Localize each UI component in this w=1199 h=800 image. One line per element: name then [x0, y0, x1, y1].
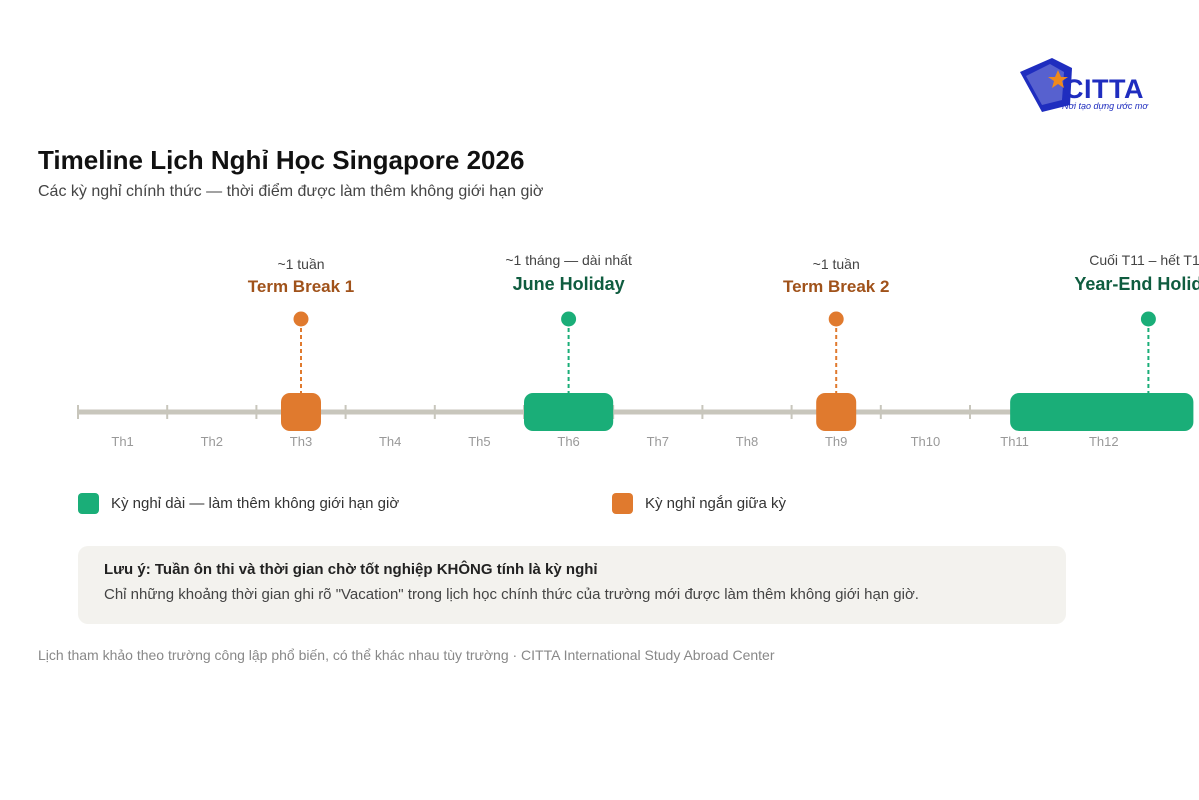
break-name-3: Term Break 2	[783, 277, 889, 296]
month-label: Th3	[290, 434, 312, 449]
break-marker-1	[293, 311, 309, 327]
citta-logo	[1020, 58, 1072, 112]
break-bar-2	[524, 393, 614, 431]
break-duration-4: Cuối T11 – hết T12	[1089, 252, 1199, 268]
legend-long: Kỳ nghỉ dài — làm thêm không giới hạn gi…	[78, 493, 399, 514]
logo-tagline: Nơi tạo dựng ước mơ	[1062, 101, 1148, 111]
break-name-4: Year-End Holiday	[1074, 274, 1199, 294]
break-marker-4	[1140, 311, 1156, 327]
legend-short: Kỳ nghỉ ngắn giữa kỳ	[612, 493, 786, 514]
page-title: Timeline Lịch Nghỉ Học Singapore 2026	[38, 145, 525, 175]
month-label: Th7	[647, 434, 669, 449]
note-body: Chỉ những khoảng thời gian ghi rõ "Vacat…	[104, 586, 919, 603]
break-marker-3	[828, 311, 844, 327]
legend-long-label: Kỳ nghỉ dài — làm thêm không giới hạn gi…	[111, 495, 400, 512]
break-duration-3: ~1 tuần	[813, 256, 860, 272]
month-label: Th8	[736, 434, 758, 449]
month-label: Th9	[825, 434, 847, 449]
month-label: Th10	[911, 434, 941, 449]
break-duration-2: ~1 tháng — dài nhất	[505, 252, 632, 268]
month-label: Th2	[201, 434, 223, 449]
legend-short-swatch	[612, 493, 633, 514]
month-label: Th5	[468, 434, 490, 449]
break-bar-1	[281, 393, 321, 431]
month-label: Th6	[557, 434, 579, 449]
page-subtitle: Các kỳ nghỉ chính thức — thời điểm được …	[38, 183, 544, 200]
break-bar-4	[1010, 393, 1194, 431]
footer-text: Lịch tham khảo theo trường công lập phổ …	[38, 647, 775, 663]
month-label: Th12	[1089, 434, 1119, 449]
month-label: Th4	[379, 434, 401, 449]
legend-long-swatch	[78, 493, 99, 514]
month-label: Th1	[111, 434, 133, 449]
note-box: Lưu ý: Tuần ôn thi và thời gian chờ tốt …	[78, 546, 1066, 624]
break-marker-2	[561, 311, 577, 327]
break-bar-3	[816, 393, 857, 431]
legend-short-label: Kỳ nghỉ ngắn giữa kỳ	[645, 495, 786, 512]
note-title: Lưu ý: Tuần ôn thi và thời gian chờ tốt …	[104, 561, 598, 578]
break-name-1: Term Break 1	[248, 277, 354, 296]
logo-text: CITTA	[1064, 74, 1144, 104]
break-duration-1: ~1 tuần	[277, 256, 324, 272]
month-label: Th11	[1000, 434, 1029, 449]
break-name-2: June Holiday	[513, 274, 625, 294]
